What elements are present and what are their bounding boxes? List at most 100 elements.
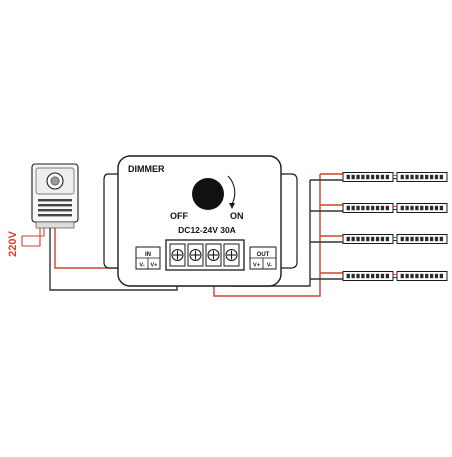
led-chip-icon: [366, 205, 370, 211]
off-label: OFF: [170, 211, 188, 221]
led-chip-icon: [380, 174, 385, 180]
led-chip-icon: [400, 236, 404, 242]
led-chip-icon: [429, 273, 434, 279]
led-chip-icon: [375, 205, 380, 211]
led-chip-icon: [439, 205, 443, 211]
led-chip-icon: [410, 174, 414, 180]
led-chip-icon: [351, 205, 355, 211]
led-chip-icon: [380, 273, 385, 279]
led-strip: [342, 271, 448, 281]
led-chip-icon: [351, 273, 355, 279]
led-chip-icon: [366, 236, 370, 242]
led-chip-icon: [361, 236, 365, 242]
led-chip-icon: [361, 174, 365, 180]
led-chip-icon: [346, 236, 350, 242]
led-chip-icon: [351, 236, 355, 242]
mains-voltage-label: 220V: [7, 230, 19, 256]
out-minus-label: V-: [267, 263, 272, 269]
led-chip-icon: [356, 174, 360, 180]
led-chip-icon: [385, 174, 389, 180]
led-chip-icon: [425, 205, 429, 211]
led-chip-icon: [429, 174, 434, 180]
led-chip-icon: [420, 236, 424, 242]
led-strip: [342, 234, 448, 244]
rotary-knob-icon[interactable]: [192, 178, 224, 210]
led-chip-icon: [351, 174, 355, 180]
led-chip-icon: [356, 273, 360, 279]
led-chip-icon: [415, 174, 419, 180]
in-minus-label: V-: [139, 263, 144, 269]
psu-terminal-strip: [35, 221, 75, 229]
led-strips: [342, 172, 448, 281]
led-chip-icon: [385, 236, 389, 242]
led-chip-icon: [346, 174, 350, 180]
led-chip-icon: [375, 273, 380, 279]
rotation-arrow-icon: [227, 175, 236, 205]
led-chip-icon: [366, 174, 370, 180]
led-chip-icon: [371, 236, 375, 242]
led-chip-icon: [415, 205, 419, 211]
power-supply: 220V: [7, 163, 79, 257]
led-strip: [342, 203, 448, 213]
led-chip-icon: [439, 174, 443, 180]
led-chip-icon: [410, 236, 414, 242]
out-label: OUT: [257, 252, 270, 258]
screw-terminal-icon[interactable]: [207, 248, 220, 262]
led-chip-icon: [434, 236, 439, 242]
screw-terminal-icon[interactable]: [189, 248, 202, 262]
led-chip-icon: [420, 205, 424, 211]
spec-label: DC12-24V 30A: [178, 225, 236, 235]
in-plus-label: V+: [151, 263, 158, 269]
mains-wire-2: [22, 228, 41, 247]
led-chip-icon: [420, 174, 424, 180]
led-chip-icon: [439, 236, 443, 242]
led-chip-icon: [361, 273, 365, 279]
led-chip-icon: [434, 273, 439, 279]
led-chip-icon: [371, 273, 375, 279]
led-chip-icon: [385, 205, 389, 211]
led-chip-icon: [380, 236, 385, 242]
mains-wire-1: [22, 228, 45, 237]
out-label-box: OUT V+ V-: [249, 246, 277, 270]
led-chip-icon: [425, 236, 429, 242]
on-label: ON: [230, 211, 244, 221]
led-chip-icon: [429, 236, 434, 242]
led-chip-icon: [425, 174, 429, 180]
led-chip-icon: [415, 273, 419, 279]
led-chip-icon: [346, 273, 350, 279]
led-chip-icon: [375, 174, 380, 180]
led-chip-icon: [375, 236, 380, 242]
led-chip-icon: [400, 205, 404, 211]
rotation-arrowhead-icon: [229, 203, 235, 209]
led-chip-icon: [385, 273, 389, 279]
led-chip-icon: [425, 273, 429, 279]
led-chip-icon: [380, 205, 385, 211]
led-chip-icon: [400, 174, 404, 180]
psu-knob-inner: [50, 176, 60, 186]
in-label: IN: [145, 252, 151, 258]
led-chip-icon: [405, 273, 409, 279]
led-chip-icon: [400, 273, 404, 279]
screw-terminal-icon[interactable]: [171, 248, 184, 262]
led-chip-icon: [415, 236, 419, 242]
led-chip-icon: [371, 174, 375, 180]
led-chip-icon: [420, 273, 424, 279]
out-plus-label: V+: [253, 263, 260, 269]
led-chip-icon: [405, 205, 409, 211]
led-chip-icon: [361, 205, 365, 211]
led-chip-icon: [356, 236, 360, 242]
led-chip-icon: [346, 205, 350, 211]
in-label-box: IN V- V+: [135, 246, 161, 270]
led-chip-icon: [410, 205, 414, 211]
terminal-screws: [169, 243, 240, 267]
screw-terminal-icon[interactable]: [225, 248, 238, 262]
led-chip-icon: [405, 174, 409, 180]
dimmer-title: DIMMER: [128, 164, 165, 174]
led-chip-icon: [371, 205, 375, 211]
led-chip-icon: [356, 205, 360, 211]
led-chip-icon: [434, 205, 439, 211]
led-chip-icon: [405, 236, 409, 242]
dimmer-unit: DIMMER OFF ON DC12-24V 30A: [103, 155, 298, 287]
